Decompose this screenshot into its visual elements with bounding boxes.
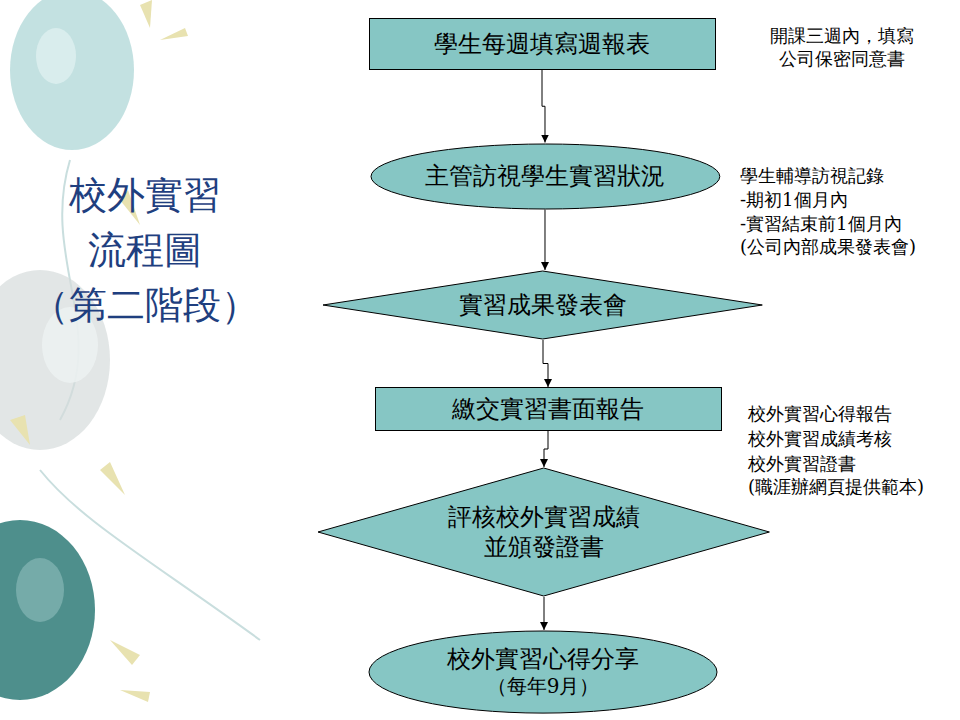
sparkle xyxy=(100,462,125,495)
flow-arrow xyxy=(544,597,545,630)
shape-outline xyxy=(317,467,770,597)
node-text: （每年9月） xyxy=(487,674,600,699)
process-box: 學生每週填寫週報表 xyxy=(369,18,716,70)
node-text: 繳交實習書面報告 xyxy=(452,394,644,424)
diagram-title: 校外實習 流程圖 （第二階段） xyxy=(20,168,270,333)
diamond-outline xyxy=(323,271,762,339)
terminal-ellipse: 校外實習心得分享（每年9月） xyxy=(368,630,718,714)
balloon-highlight xyxy=(36,28,76,84)
side-note: 開課三週內，填寫 公司保密同意書 xyxy=(742,24,942,71)
sparkles xyxy=(10,0,188,702)
side-note: 學生輔導訪視記錄 xyxy=(740,164,955,187)
ellipse-outline xyxy=(369,631,717,713)
sparkle xyxy=(10,415,30,445)
box-outline xyxy=(375,388,721,431)
process-box: 繳交實習書面報告 xyxy=(375,387,722,431)
node-text: 評核校外實習成績 並頒發證書 xyxy=(436,502,653,562)
process-ellipse: 主管訪視學生實習狀況 xyxy=(370,143,721,210)
balloon xyxy=(10,0,134,150)
side-note: 校外實習成績考核 xyxy=(748,427,953,450)
side-note: 校外實習證書(職涯辦網頁提供範本) xyxy=(748,452,953,499)
node-text: 主管訪視學生實習狀況 xyxy=(425,161,665,191)
ellipse-outline xyxy=(371,144,720,209)
node-text: 學生每週填寫週報表 xyxy=(434,29,650,59)
side-note: 校外實習心得報告 xyxy=(748,402,953,425)
decision-diamond: 評核校外實習成績 並頒發證書 xyxy=(317,467,770,597)
sparkle xyxy=(110,640,140,665)
sparkle xyxy=(120,690,150,702)
diamond-outline xyxy=(318,468,769,596)
flow-arrow xyxy=(544,431,548,467)
balloon xyxy=(0,520,95,700)
flow-arrow xyxy=(544,210,545,271)
flow-arrow xyxy=(542,70,545,143)
side-note: -實習結束前1個月內 (公司內部成果發表會) xyxy=(740,212,955,259)
balloon-highlight xyxy=(16,558,64,622)
node-text: 校外實習心得分享 xyxy=(447,644,639,674)
flow-arrow xyxy=(543,340,548,387)
side-note: -期初1個月內 xyxy=(740,188,955,211)
sparkle xyxy=(160,28,188,40)
decision-diamond: 實習成果發表會 xyxy=(322,270,763,340)
box-outline xyxy=(369,19,715,70)
sparkle xyxy=(140,0,152,28)
node-text: 實習成果發表會 xyxy=(438,290,649,320)
